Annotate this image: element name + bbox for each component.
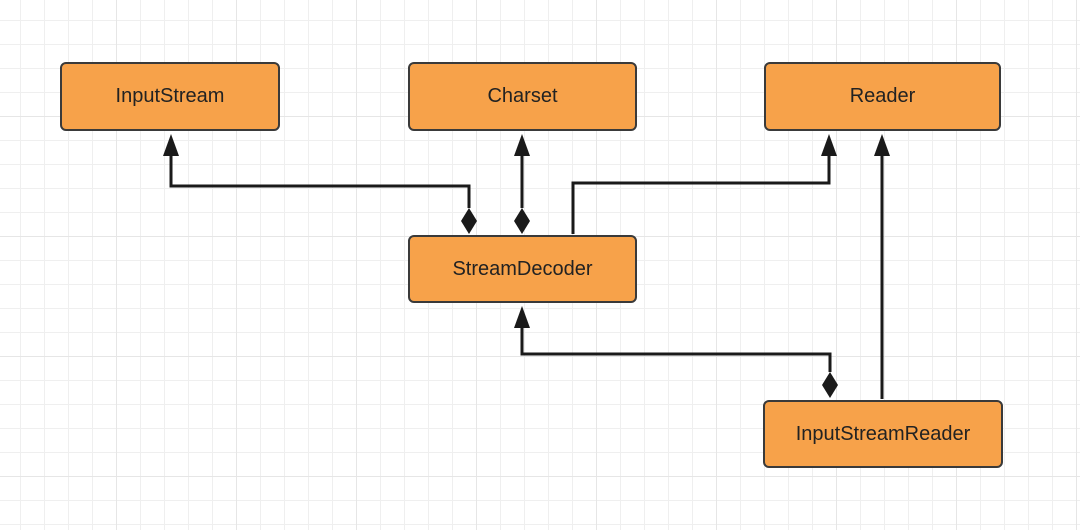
node-streamdecoder[interactable]: StreamDecoder <box>408 235 637 303</box>
arrowhead-icon <box>874 134 890 156</box>
composition-diamond-icon <box>461 208 477 234</box>
arrowhead-icon <box>514 134 530 156</box>
node-charset[interactable]: Charset <box>408 62 637 131</box>
node-label: Reader <box>849 85 916 107</box>
arrowhead-icon <box>821 134 837 156</box>
node-label: Charset <box>487 85 558 107</box>
edge-inputstreamreader-streamdecoder[interactable] <box>514 306 838 398</box>
arrowhead-icon <box>514 306 530 328</box>
edge-streamdecoder-reader[interactable] <box>571 134 837 234</box>
node-inputstreamreader[interactable]: InputStreamReader <box>763 400 1003 468</box>
node-label: StreamDecoder <box>452 257 593 280</box>
node-inputstream[interactable]: InputStream <box>60 62 280 131</box>
node-label: InputStreamReader <box>795 422 971 445</box>
arrowhead-icon <box>163 134 179 156</box>
composition-diamond-icon <box>514 208 530 234</box>
composition-diamond-icon <box>822 372 838 398</box>
edge-streamdecoder-inputstream[interactable] <box>163 134 477 234</box>
node-label: InputStream <box>115 85 225 107</box>
edge-inputstreamreader-reader[interactable] <box>874 134 890 399</box>
node-reader[interactable]: Reader <box>764 62 1001 131</box>
edge-streamdecoder-charset[interactable] <box>514 134 530 234</box>
